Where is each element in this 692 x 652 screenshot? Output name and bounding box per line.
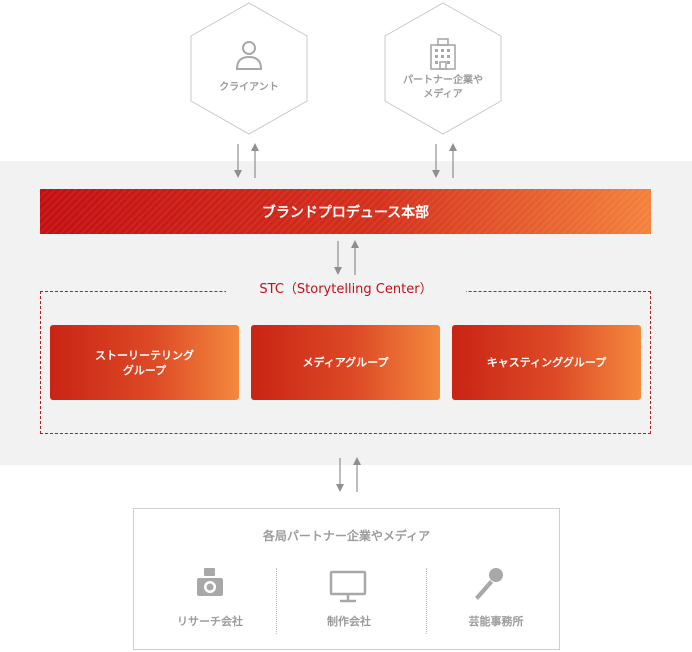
arrow-down-stc <box>334 241 342 275</box>
arrow-down-client <box>234 144 242 178</box>
person-icon <box>235 41 263 70</box>
arrow-down-partners <box>336 458 344 492</box>
partners-title: 各局パートナー企業やメディア <box>262 529 431 543</box>
media-group-label: メディアグループ <box>302 356 389 369</box>
arrow-down-partner <box>432 144 440 178</box>
casting-group-label: キャスティンググループ <box>486 356 607 369</box>
partner-media-label: パートナー企業や メディア <box>403 75 483 100</box>
arrow-up-client <box>251 143 259 178</box>
arrow-up-partner <box>449 143 457 178</box>
talent-agency-label: 芸能事務所 <box>468 615 524 628</box>
stc-title: STC（Storytelling Center） <box>226 281 466 299</box>
research-company-label: リサーチ会社 <box>177 615 243 628</box>
brand-produce-bar: ブランドプロデュース本部 <box>40 189 651 234</box>
client-label: クライアント <box>219 82 279 93</box>
partners-divider-2 <box>426 568 427 634</box>
partners-divider-1 <box>276 568 277 634</box>
media-group-box: メディアグループ <box>251 325 440 400</box>
casting-group-box: キャスティンググループ <box>452 325 641 400</box>
storytelling-group-box: ストーリーテリング グループ <box>50 325 239 400</box>
storytelling-group-label-1: ストーリーテリング <box>95 348 194 362</box>
arrow-up-partners <box>353 457 361 492</box>
brand-produce-label: ブランドプロデュース本部 <box>261 204 430 221</box>
arrow-up-stc <box>351 240 359 275</box>
production-company-label: 制作会社 <box>327 615 371 628</box>
storytelling-group-label-2: グループ <box>122 363 167 377</box>
building-icon <box>430 38 456 70</box>
